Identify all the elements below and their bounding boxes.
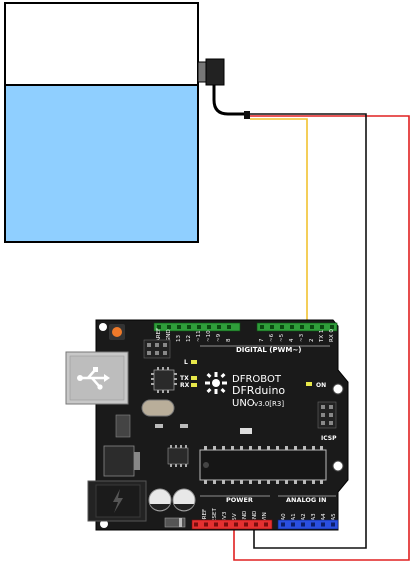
pin-label: 8 — [226, 338, 232, 342]
led-label: L — [184, 359, 188, 366]
icsp2-header — [143, 339, 171, 359]
pin-label: ~10 — [206, 330, 212, 342]
pin-label: A5 — [331, 513, 337, 521]
arduino-board: AREF GND 13 12 ~11 ~10 ~9 8 7 ~6 ~5 4 ~3… — [65, 319, 349, 531]
mount-hole — [99, 323, 107, 331]
led-label: RX — [180, 382, 190, 389]
wires — [233, 113, 410, 561]
mount-hole — [100, 520, 108, 528]
pin-label: 5V — [232, 513, 238, 520]
analog-header — [277, 519, 339, 530]
pin-label: 13 — [176, 335, 182, 342]
digital-header — [153, 322, 338, 332]
pin-label: ~11 — [196, 330, 202, 342]
usb-controller-chip — [151, 367, 177, 393]
pin-label: GND — [242, 511, 248, 524]
power-header — [191, 519, 273, 530]
water-fill — [6, 86, 197, 241]
mount-hole — [332, 383, 344, 395]
analog-label: ANALOG IN — [286, 496, 326, 504]
usb-connector — [65, 351, 129, 405]
digital-label: DIGITAL (PWM~) — [236, 346, 301, 354]
pin-label: RESET — [212, 508, 218, 526]
pin-label: GND — [166, 329, 172, 342]
reset-button-icon — [112, 327, 122, 337]
dc-power-jack — [87, 480, 147, 522]
capacitor — [148, 488, 172, 512]
pin-label: 12 — [186, 335, 192, 342]
pin-label: AREF — [156, 328, 162, 342]
pin-label: TX 1 — [319, 330, 325, 343]
water-tank — [4, 2, 199, 243]
atmega-chip — [199, 446, 327, 484]
wire-yellow — [250, 118, 308, 323]
liquid-level-sensor — [197, 58, 250, 119]
pin-label: IOREF — [202, 509, 208, 525]
pin-label: A2 — [301, 513, 307, 520]
pin-label: 2 — [309, 339, 315, 343]
led-label: TX — [180, 375, 189, 382]
pin-label: ~9 — [216, 333, 222, 342]
pin-label: ~6 — [269, 333, 275, 342]
variant-text: UNO — [232, 398, 255, 409]
brand-text: DFROBOT — [232, 374, 282, 385]
lightning-icon — [113, 489, 123, 513]
pin-label: RX 0 — [329, 329, 335, 342]
icsp-header — [317, 401, 337, 429]
model-text: DFRduino — [232, 384, 285, 397]
pin-label: ~5 — [279, 333, 285, 342]
crystal — [141, 399, 175, 417]
soic-chip — [167, 445, 189, 467]
pin-label: 7 — [259, 338, 265, 342]
pin-label: A0 — [281, 513, 287, 521]
pin-label: 4 — [289, 338, 295, 342]
on-label: ON — [316, 382, 326, 389]
capacitor — [172, 488, 196, 512]
pin-label: 3V3 — [222, 511, 228, 522]
pin-label: ~3 — [299, 333, 305, 342]
wire-black — [250, 113, 367, 549]
pin-label: GND — [252, 511, 258, 524]
pin-label: A3 — [311, 513, 317, 521]
pin-label: A1 — [291, 513, 297, 520]
power-label: POWER — [226, 496, 253, 504]
dfrobot-logo-icon — [205, 372, 227, 394]
wire-red — [233, 115, 410, 561]
icsp-label: ICSP — [321, 435, 337, 442]
pin-label: VIN — [262, 512, 268, 522]
version-text: v3.0[R3] — [254, 400, 284, 408]
voltage-regulator — [103, 445, 140, 477]
mount-hole — [332, 460, 344, 472]
pin-label: A4 — [321, 513, 327, 521]
